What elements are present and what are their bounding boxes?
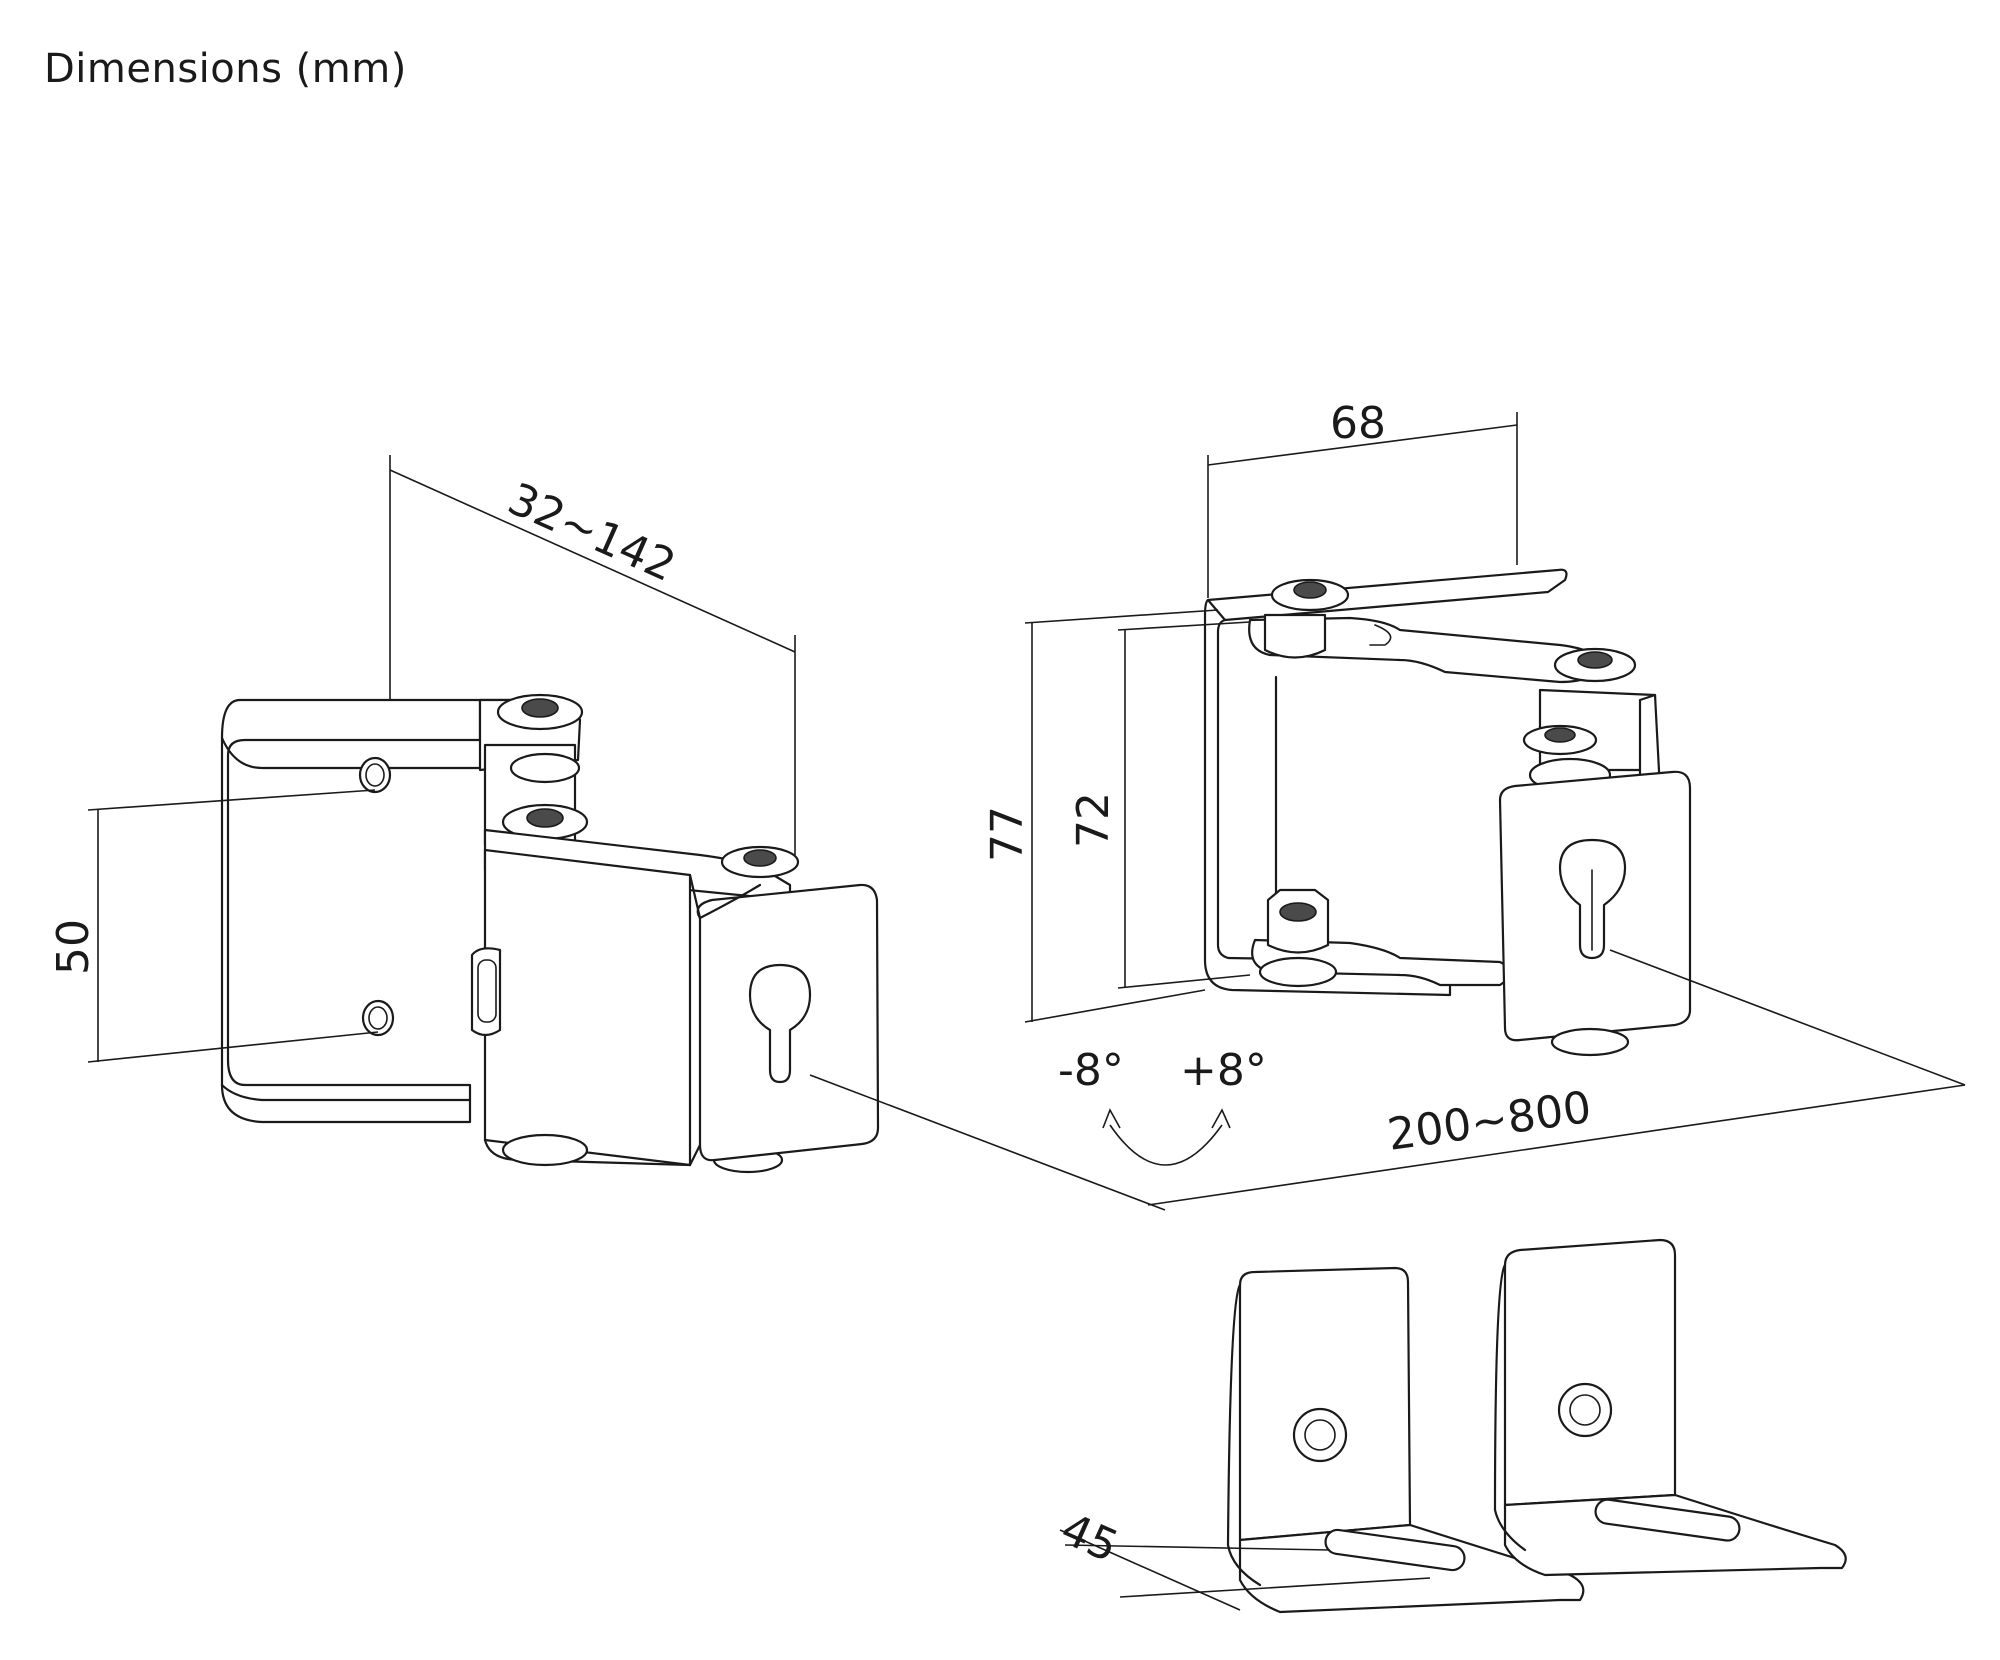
mount-hole-top [358,756,392,794]
left-bracket [220,693,880,1174]
foot-right [1493,1238,1847,1577]
dimension-lines [87,412,1966,1611]
keyhole-slot-left [748,963,812,1084]
left-bracket-channel [220,698,482,1124]
right-bracket [1203,568,1692,1057]
dim-outer-height: 77 [982,806,1033,862]
tilt-arc [1109,1124,1223,1166]
dim-foot-depth: 45 [1054,1503,1126,1572]
dim-inner-height: 72 [1068,792,1119,848]
right-bracket-channel [1203,568,1568,997]
dim-hole-spacing: 50 [48,919,99,975]
page-title: Dimensions (mm) [44,46,407,92]
mount-hole-bottom [361,999,395,1037]
dim-tilt-minus: -8° [1058,1045,1124,1096]
dim-tilt-plus: +8° [1180,1045,1267,1096]
dim-mount-range: 200~800 [1384,1082,1594,1161]
dim-bracket-width: 68 [1330,398,1386,449]
foot-left [1226,1266,1585,1614]
